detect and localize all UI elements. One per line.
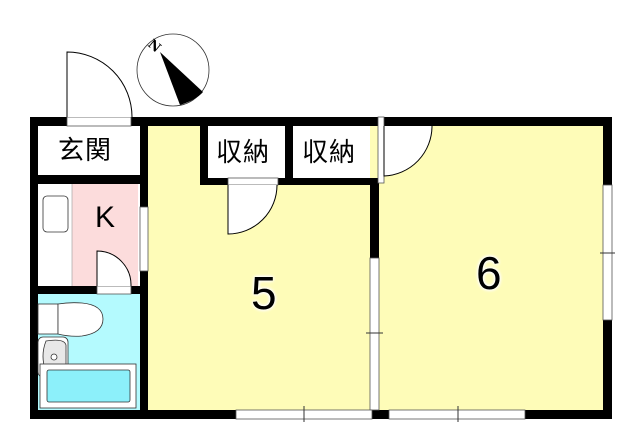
genkan-floor <box>38 126 140 175</box>
closet-door-icon <box>227 184 278 235</box>
room-6-floor <box>375 120 610 417</box>
entrance-door-icon <box>66 51 133 118</box>
doors <box>66 51 433 287</box>
closet-2-label: 収納 <box>302 138 357 168</box>
room-5-label: 5 <box>251 267 277 319</box>
room-6-label: 6 <box>476 247 502 299</box>
closet-1-label: 収納 <box>216 138 271 168</box>
bathroom-fixtures <box>37 302 137 409</box>
window-mullions <box>303 252 615 422</box>
room6-door-icon <box>383 125 433 177</box>
toilet-bowl-icon <box>57 302 104 337</box>
sink-icon <box>42 195 69 233</box>
kitchen-door-icon <box>96 250 132 287</box>
toilet-tank-icon <box>37 303 59 335</box>
north-compass-icon <box>136 33 210 107</box>
genkan-label: 玄関 <box>58 136 113 166</box>
kitchen-label: K <box>95 201 116 234</box>
